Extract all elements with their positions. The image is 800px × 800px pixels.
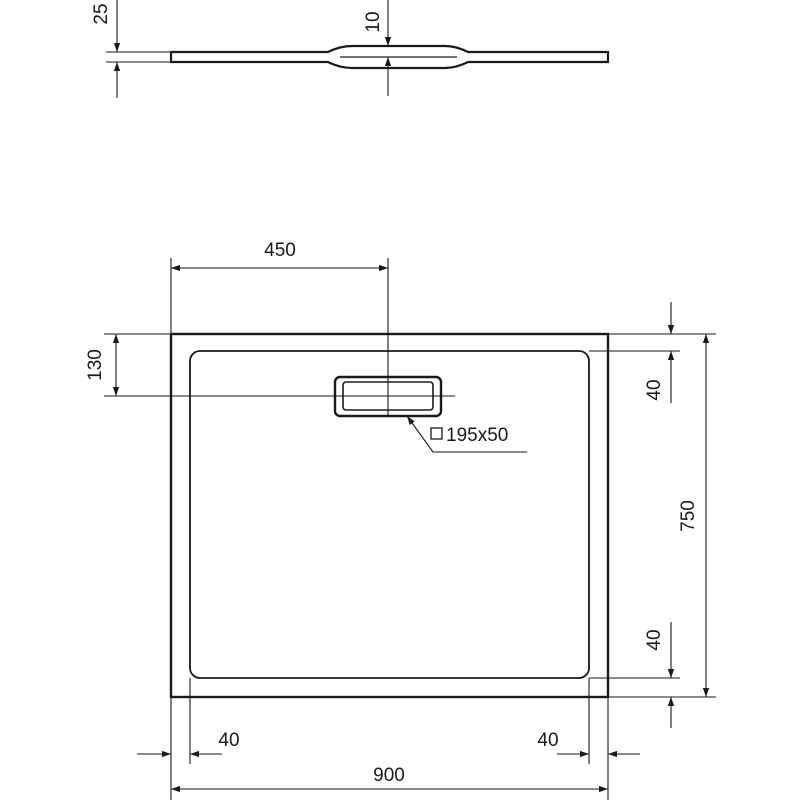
dim-tray-depth: 750 bbox=[678, 500, 699, 532]
tray-outer-edge bbox=[169, 332, 610, 699]
leader-line bbox=[406, 415, 434, 453]
plan-view: 450 130 195x50 750 40 40 40 4 bbox=[85, 240, 716, 800]
dim-edge-right: 40 bbox=[537, 730, 558, 751]
side-view: 25 10 bbox=[91, 0, 610, 98]
side-profile bbox=[169, 44, 610, 70]
dim-edge-top: 40 bbox=[644, 379, 665, 400]
dim-tray-width: 900 bbox=[373, 765, 405, 786]
tray-inner-surface bbox=[189, 350, 590, 679]
dim-tray-thickness: 25 bbox=[91, 3, 112, 24]
dim-edge-bottom: 40 bbox=[644, 629, 665, 650]
dim-edge-left: 40 bbox=[218, 730, 239, 751]
square-symbol-icon bbox=[430, 427, 443, 440]
dim-drain-size: 195x50 bbox=[446, 425, 508, 446]
dim-drain-depth: 10 bbox=[363, 11, 384, 32]
dim-center-offset: 450 bbox=[264, 240, 296, 261]
dim-drain-offset: 130 bbox=[85, 349, 106, 381]
